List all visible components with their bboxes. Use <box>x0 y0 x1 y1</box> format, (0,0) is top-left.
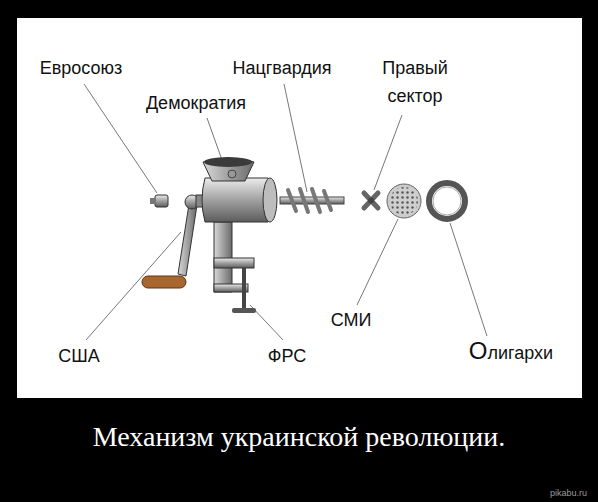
leader-line <box>284 84 307 192</box>
grinder-body <box>202 178 273 222</box>
knife-blade <box>364 193 378 208</box>
part-label: Олигархи <box>469 340 553 364</box>
leader-line <box>374 115 402 190</box>
hopper <box>203 158 254 181</box>
auger-flight <box>288 190 296 211</box>
auger-flight <box>312 189 320 212</box>
part-label: Демократия <box>146 92 246 114</box>
auger-flight <box>300 189 308 212</box>
part-label: Нацгвардия <box>232 57 331 79</box>
nut <box>155 195 168 207</box>
leader-line <box>357 219 398 305</box>
leader-line <box>207 118 222 160</box>
grinder-mouth <box>263 178 277 222</box>
leader-lines <box>84 84 487 340</box>
clamp-jaw <box>214 258 254 268</box>
part-label: ФРС <box>268 345 307 367</box>
wooden-handle <box>142 276 186 288</box>
knife-hub <box>368 198 374 204</box>
part-label: Правый сектор <box>370 54 460 110</box>
knife <box>364 193 378 208</box>
leader-line <box>450 223 487 336</box>
watermark: pikabu.ru <box>550 488 587 499</box>
caption: Механизм украинской революции. <box>0 420 598 454</box>
grinding-plate <box>387 184 421 218</box>
clamp-post <box>214 222 232 292</box>
part-label: Евросоюз <box>40 57 123 79</box>
locking-ring <box>429 183 465 219</box>
auger-flight <box>324 191 331 210</box>
clamp-handle <box>232 308 256 313</box>
part-label: США <box>58 345 100 367</box>
ring-inner <box>433 187 461 215</box>
part-label: СМИ <box>331 309 372 331</box>
knife-blade <box>364 193 378 208</box>
crank-arm <box>178 198 197 276</box>
plate-holes <box>390 187 418 215</box>
clamp-screw <box>242 268 246 312</box>
auger-flights <box>288 189 331 212</box>
emblem <box>228 170 236 178</box>
white-panel <box>17 18 582 398</box>
hopper-opening <box>204 157 252 167</box>
nut-tip <box>150 198 156 204</box>
